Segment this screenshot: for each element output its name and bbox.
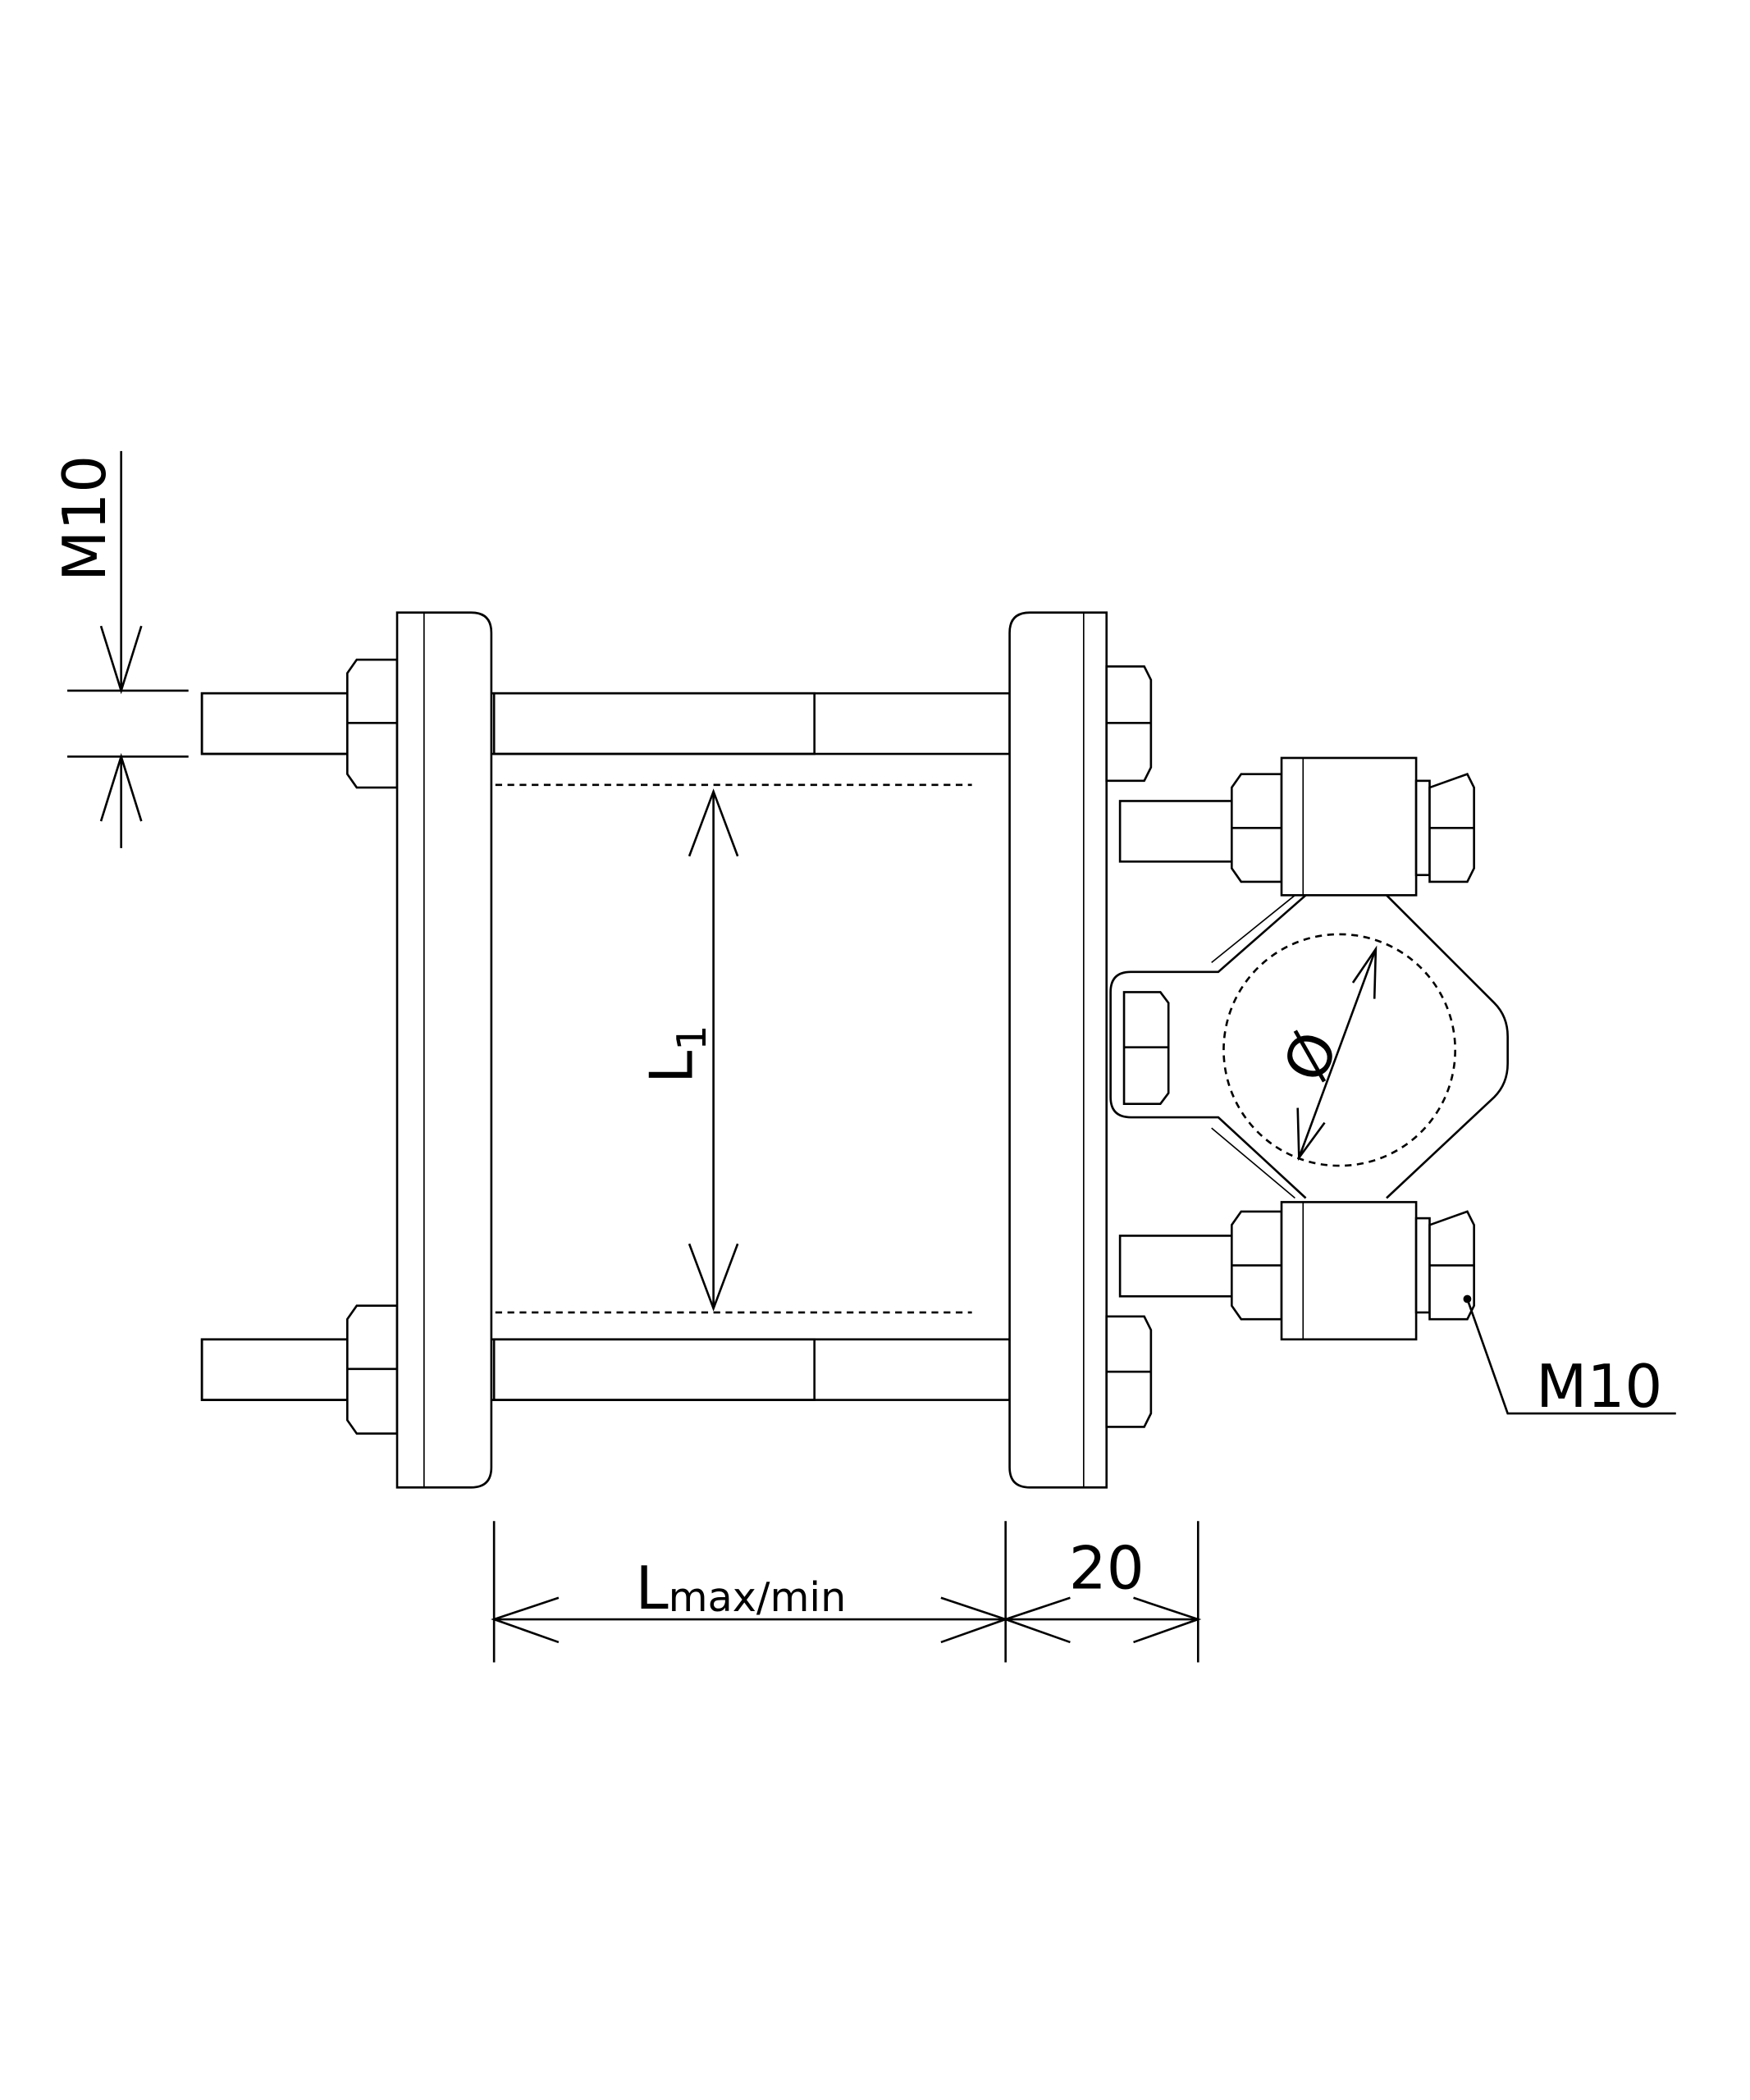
right-thread-callout: M10	[1463, 1294, 1676, 1422]
right-plate	[1008, 611, 1108, 1489]
right-thread-label: M10	[1536, 1353, 1662, 1422]
left-plate	[395, 611, 493, 1489]
bottom-rod	[200, 1338, 1011, 1401]
length-dimension: Lmax/min	[491, 1521, 1199, 1663]
svg-text:L1: L1	[637, 1025, 715, 1084]
top-rod	[200, 692, 1011, 756]
l1-label: L	[637, 1051, 706, 1084]
offset-label: 20	[1069, 1534, 1145, 1603]
left-thread-label: M10	[51, 455, 120, 582]
left-thread-dimension: M10	[51, 450, 189, 848]
hex-nut	[1105, 665, 1153, 1428]
l1-subscript: 1	[668, 1025, 715, 1050]
lmax-subscript: max/min	[669, 1573, 847, 1621]
diameter-label: Ø	[1271, 1023, 1351, 1090]
offset-dimension: 20	[1002, 1534, 1202, 1644]
pipe-clamp: Ø	[1109, 756, 1509, 1341]
lmax-label: L	[635, 1554, 668, 1623]
svg-text:Lmax/min: Lmax/min	[635, 1554, 846, 1623]
l1-dimension: L1	[637, 788, 739, 1312]
pipe-diameter-circle	[1222, 933, 1456, 1167]
hex-nut	[346, 658, 399, 1435]
